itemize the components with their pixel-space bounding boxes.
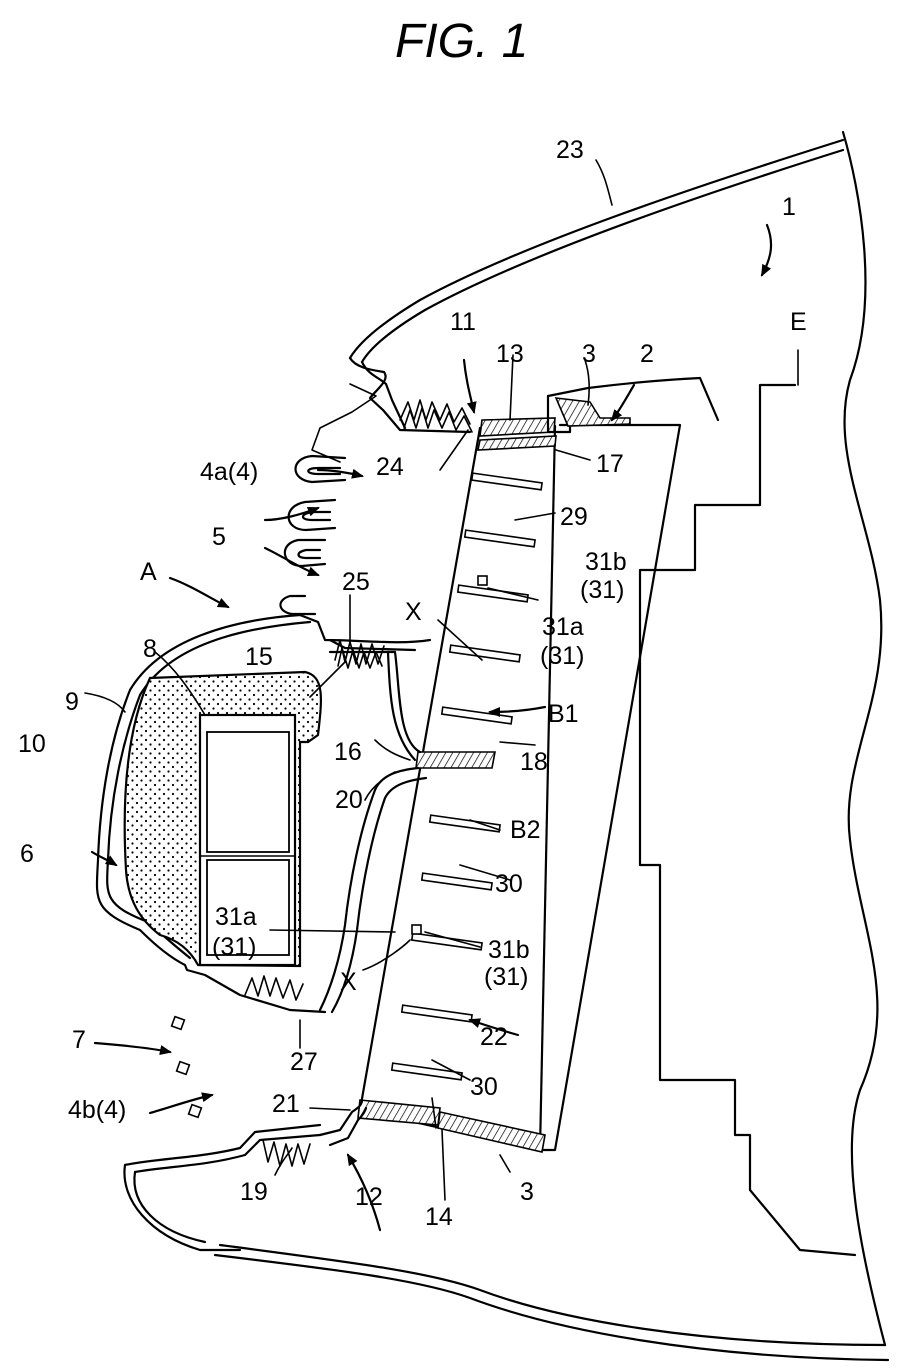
label-7: 7 [72,1026,86,1054]
label-3-bot: 3 [520,1178,534,1206]
label-3-top: 3 [582,340,596,368]
label-21: 21 [272,1090,300,1118]
label-5: 5 [212,523,226,551]
label-27: 27 [290,1048,318,1076]
label-6: 6 [20,840,34,868]
grille-fins [280,456,345,614]
radiator-core [358,418,680,1152]
label-15: 15 [245,643,273,671]
body-cut-edge [843,132,885,1345]
label-X-top: X [405,598,422,626]
label-31b-top: 31b [585,548,627,576]
label-9: 9 [65,688,79,716]
label-25: 25 [342,568,370,596]
label-10: 10 [18,730,46,758]
label-31b-bot: 31b [488,936,530,964]
label-23: 23 [556,136,584,164]
upper-seal [400,400,472,432]
label-29: 29 [560,503,588,531]
label-16: 16 [334,738,362,766]
label-B2: B2 [510,816,541,844]
label-B1: B1 [548,700,579,728]
label-12: 12 [355,1183,383,1211]
label-11: 11 [450,308,476,336]
label-E: E [790,308,807,336]
label-24: 24 [376,453,404,481]
label-30-bot: 30 [470,1073,498,1101]
label-31b-top-paren: (31) [580,576,624,604]
label-31a-top: 31a [542,613,584,641]
label-18: 18 [520,748,548,776]
figure-title: FIG. 1 [395,15,528,68]
label-2: 2 [640,340,654,368]
engine-outline [640,385,855,1255]
label-31a-bot-paren: (31) [212,933,256,961]
label-8: 8 [143,635,157,663]
label-30-mid: 30 [495,870,523,898]
label-31b-bot-paren: (31) [484,963,528,991]
label-1: 1 [782,193,796,221]
label-X-bot: X [340,968,357,996]
label-4a: 4a(4) [200,458,258,486]
label-A: A [140,558,157,586]
label-13: 13 [496,340,524,368]
label-22: 22 [480,1023,508,1051]
label-20: 20 [335,786,363,814]
label-31a-bot: 31a [215,903,257,931]
label-4b: 4b(4) [68,1096,126,1124]
label-17: 17 [596,450,624,478]
label-31a-top-paren: (31) [540,642,584,670]
label-19: 19 [240,1178,268,1206]
label-14: 14 [425,1203,453,1231]
